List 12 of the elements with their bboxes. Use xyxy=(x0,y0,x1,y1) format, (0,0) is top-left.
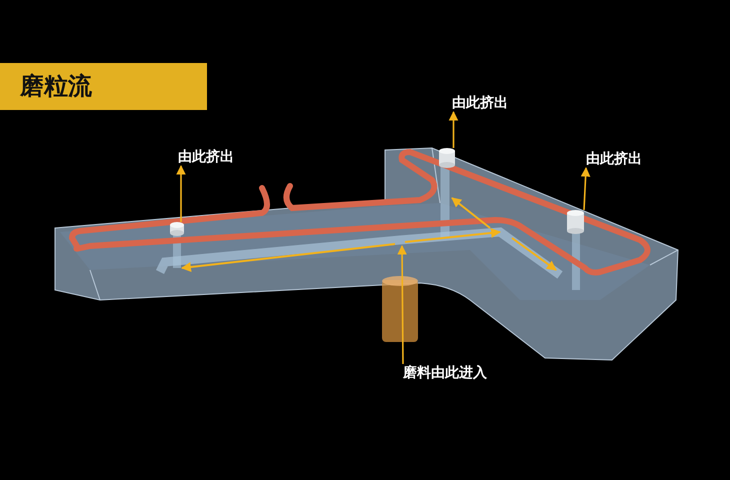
callout-text: 由此挤出 xyxy=(586,150,656,168)
outlet-cylinder xyxy=(170,222,184,236)
callout-text: 磨料由此进入 xyxy=(403,364,493,382)
callout-text: 由此挤出 xyxy=(452,94,522,112)
outlet-cylinder xyxy=(439,148,455,168)
arrow xyxy=(580,167,590,210)
callout-text: 由此挤出 xyxy=(178,148,244,166)
arrow xyxy=(448,111,458,148)
arrow xyxy=(176,165,186,222)
outlet-cylinder xyxy=(567,210,584,234)
title-banner: 磨粒流 xyxy=(0,63,207,110)
arrow xyxy=(397,245,407,364)
